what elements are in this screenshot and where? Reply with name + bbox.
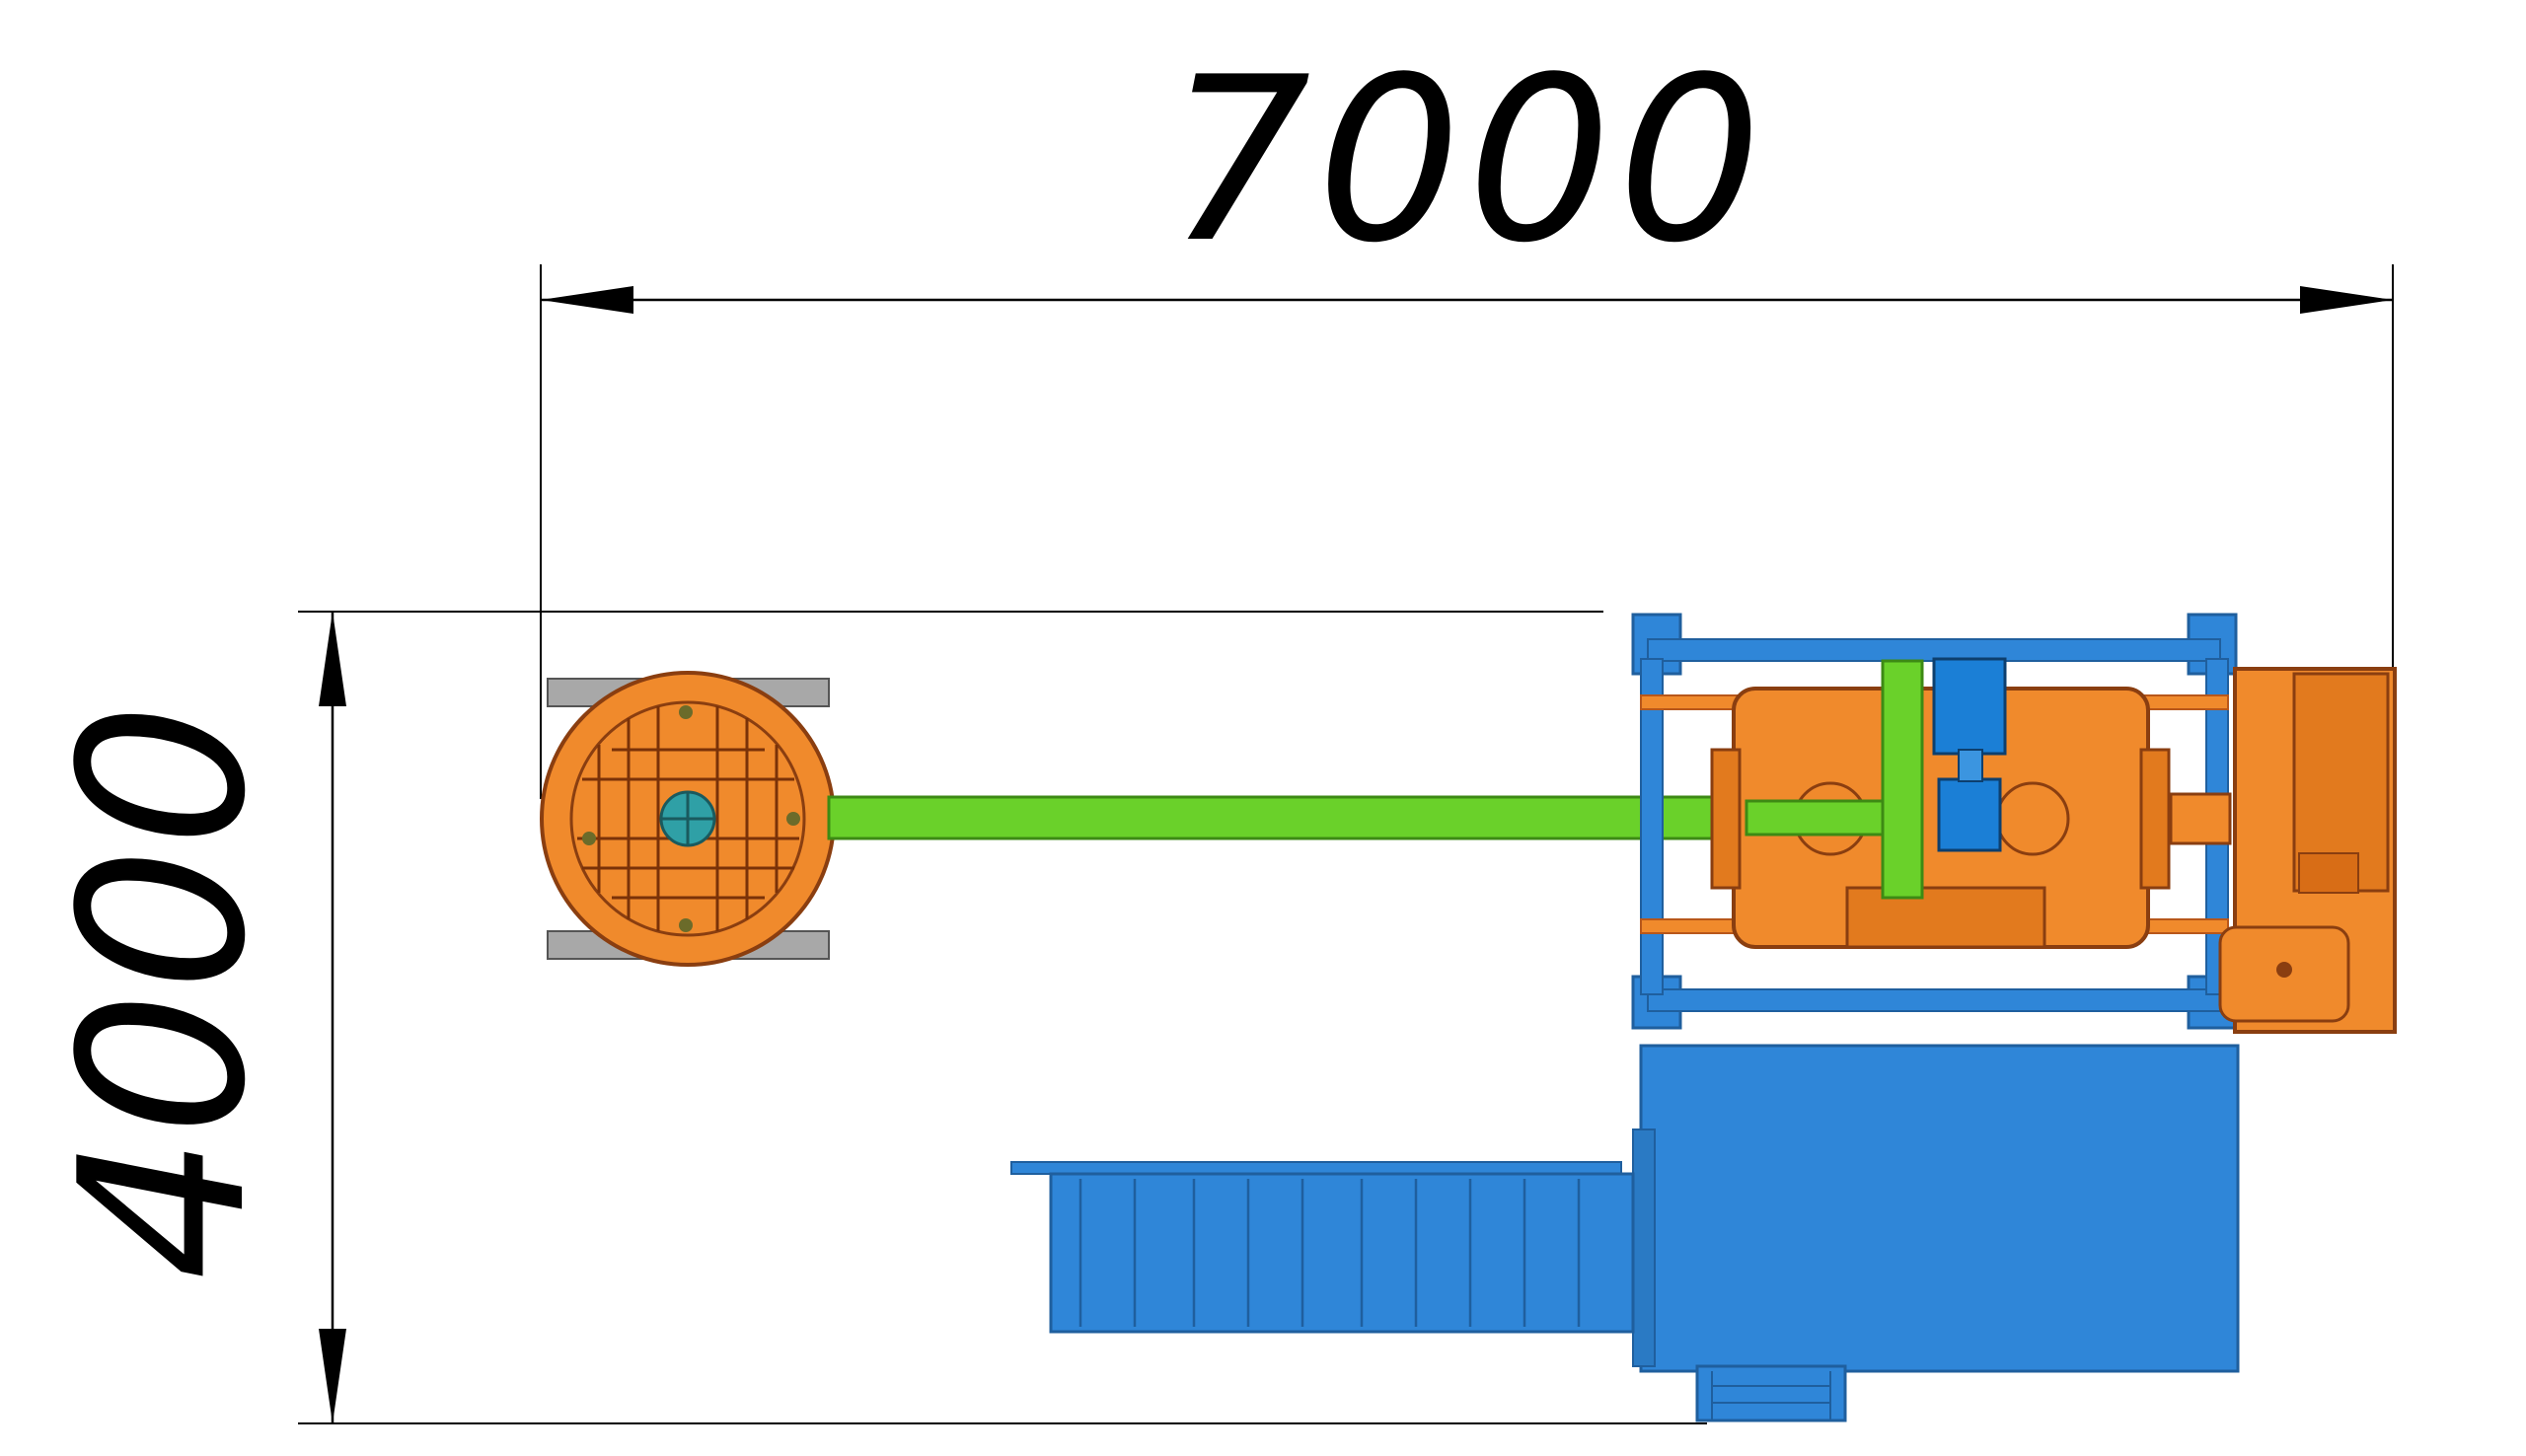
drive-motor-bolt bbox=[2276, 962, 2292, 978]
mixer-end-cap-left bbox=[1710, 748, 1742, 890]
mixer-bolt bbox=[582, 832, 596, 845]
twin-shaft-mixer bbox=[1710, 657, 2232, 949]
mixer-bolt bbox=[679, 705, 693, 719]
frame-rail-left bbox=[1640, 658, 1664, 995]
round-mixer-unit bbox=[540, 671, 836, 967]
drive-small-box bbox=[2298, 852, 2359, 894]
conveyor-top-edge bbox=[1010, 1161, 1622, 1175]
motor-housing bbox=[1932, 657, 2007, 756]
frame-beam-bottom bbox=[1647, 988, 2221, 1012]
conveyor-body bbox=[1049, 1172, 1635, 1334]
hopper-body bbox=[1639, 1044, 2240, 1373]
drive-unit bbox=[2218, 667, 2397, 1034]
mixer-bolt bbox=[786, 812, 800, 826]
hopper-side-left bbox=[1632, 1128, 1656, 1367]
width-arrow-right bbox=[2300, 286, 2393, 314]
height-dimension-label: 4000 bbox=[33, 702, 296, 1279]
height-arrow-top bbox=[319, 612, 346, 706]
mixer-end-cap-right bbox=[2139, 748, 2171, 890]
mixer-drum-rim bbox=[569, 700, 806, 937]
motor-shaft bbox=[1958, 749, 1983, 782]
hopper-stairs bbox=[1695, 1364, 1847, 1422]
mixer-bolt bbox=[679, 918, 693, 932]
height-arrow-bottom bbox=[319, 1329, 346, 1423]
right-coupling bbox=[2169, 792, 2232, 845]
width-dimension-label: 7000 bbox=[1166, 30, 1767, 293]
width-dimension: 7000 bbox=[540, 30, 2394, 799]
belt-conveyor bbox=[1010, 1161, 1635, 1334]
aggregate-hopper bbox=[1632, 1044, 2240, 1422]
green-clamp bbox=[1881, 659, 1924, 900]
motor-gearbox bbox=[1937, 777, 2002, 852]
mixer-outlet-panel bbox=[1845, 886, 2046, 949]
conveyor-slats bbox=[1078, 1179, 1581, 1327]
width-arrow-left bbox=[541, 286, 633, 314]
height-dimension: 4000 bbox=[33, 611, 1707, 1424]
mixer-grate bbox=[577, 706, 799, 931]
